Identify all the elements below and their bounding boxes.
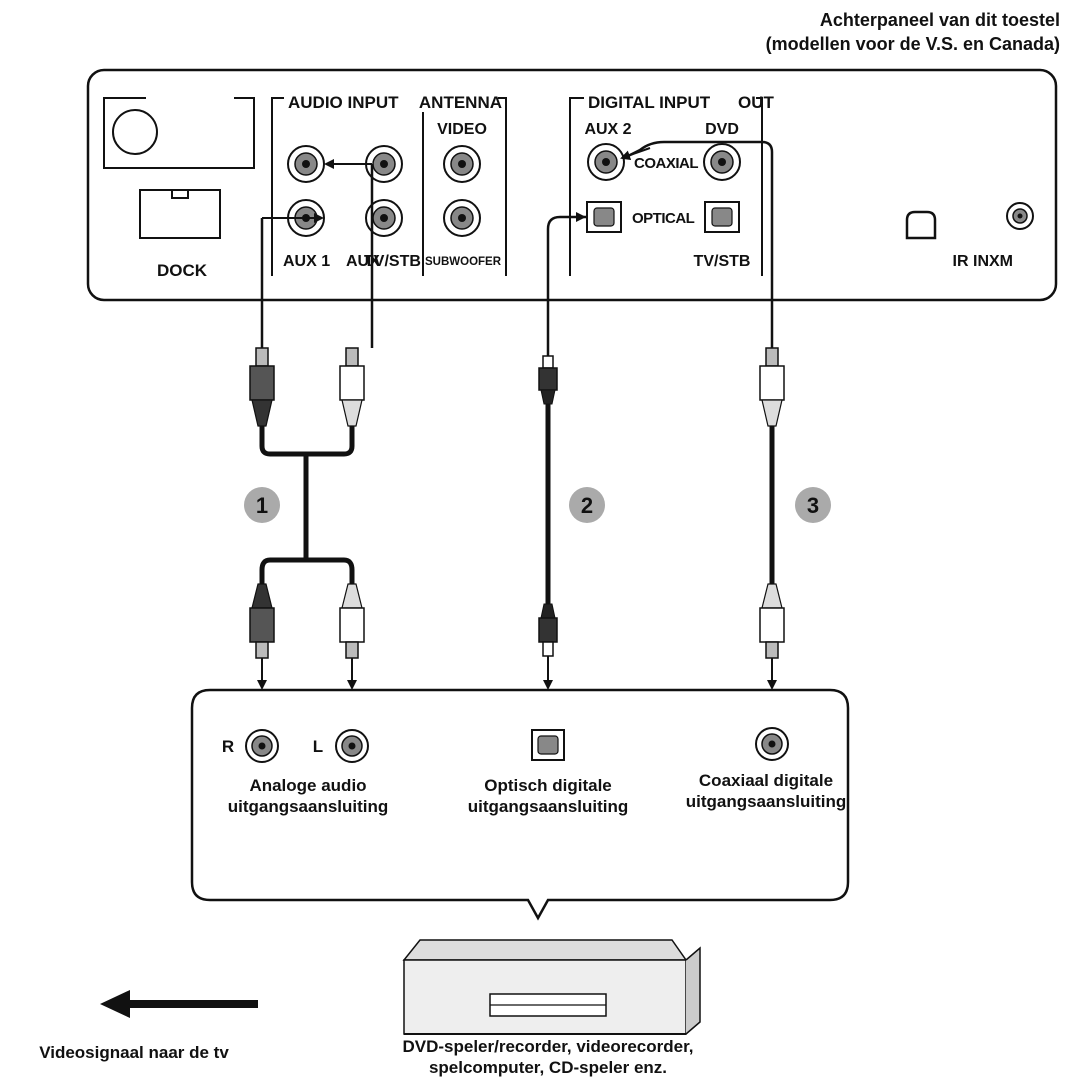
rca-jack-upper-middle [365, 145, 403, 183]
optical-plug-bottom [538, 603, 558, 657]
optical-port-aux [586, 201, 622, 233]
dvd-label: DVD [705, 121, 739, 138]
aux1-label: AUX 1 [283, 253, 330, 270]
cable-number-badge-1: 1 [244, 487, 280, 523]
svg-text:1: 1 [256, 493, 268, 518]
ir-in-jack [1006, 202, 1034, 230]
rca-jack-video [443, 145, 481, 183]
cable-2-optical [538, 212, 588, 690]
cable-number-badge-2: 2 [569, 487, 605, 523]
rca-jack-tv-stb [365, 199, 403, 237]
svg-text:2: 2 [581, 493, 593, 518]
rca-plug-bottom-red [249, 583, 275, 659]
optical-port-tv-stb [704, 201, 740, 233]
analog-output-jack-r [245, 729, 279, 763]
header-line-2: (modellen voor de V.S. en Canada) [766, 34, 1060, 54]
cable-number-badge-3: 3 [795, 487, 831, 523]
cable-3-coaxial [620, 140, 785, 690]
dock-connector-notch [171, 189, 189, 199]
video-signal-arrow [100, 990, 258, 1018]
dock-bracket [103, 97, 255, 169]
subwoofer-label: SUBWOOFER [425, 256, 502, 268]
coaxial-label: COAXIAL [634, 155, 698, 172]
coaxial-jack-aux2 [587, 143, 625, 181]
optical-label: OPTICAL [632, 210, 695, 227]
optical-output-label-line-1: Optisch digitale [484, 776, 612, 795]
tv-stb-label: TV/STB [364, 253, 421, 270]
rca-jack-aux2-r [287, 145, 325, 183]
optical-plug-top [538, 355, 558, 405]
digital-out-bracket [756, 97, 763, 276]
optical-output-label-line-2: uitgangsaansluiting [468, 797, 629, 816]
coax-plug-bottom [759, 583, 785, 659]
rear-panel-outline [86, 68, 1058, 302]
rca-plug-top-red [249, 347, 275, 427]
video-signal-label: Videosignaal naar de tv [39, 1043, 229, 1062]
analog-r-label: R [222, 737, 234, 756]
antenna-label: ANTENNA [419, 93, 502, 112]
optical-output-port [531, 729, 565, 761]
coax-plug-top [759, 347, 785, 427]
analog-l-label: L [313, 737, 323, 756]
audio-input-label: AUDIO INPUT [288, 93, 399, 112]
header-line-1: Achterpaneel van dit toestel [820, 10, 1060, 30]
dock-label: DOCK [157, 261, 208, 280]
aux2-label: AUX 2 [584, 121, 631, 138]
analog-output-label-line-1: Analoge audio [249, 776, 366, 795]
cable-1-analog [249, 159, 374, 690]
analog-output-label-line-2: uitgangsaansluiting [228, 797, 389, 816]
coaxial-output-label-line-1: Coaxiaal digitale [699, 771, 833, 790]
coaxial-output-label-line-2: uitgangsaansluiting [686, 792, 847, 811]
xm-usb-port [905, 210, 937, 240]
rca-plug-bottom-white [339, 583, 365, 659]
coaxial-output-jack [755, 727, 789, 761]
video-label: VIDEO [437, 121, 487, 138]
xm-label: XM [989, 253, 1013, 270]
digital-input-label: DIGITAL INPUT [588, 93, 711, 112]
rca-jack-subwoofer [443, 199, 481, 237]
analog-output-jack-l [335, 729, 369, 763]
ir-in-label: IR IN [953, 253, 989, 270]
svg-text:3: 3 [807, 493, 819, 518]
antenna-bracket [498, 97, 507, 276]
audio-input-bracket [271, 97, 284, 276]
source-device-caption-line-1: DVD-speler/recorder, videorecorder, [402, 1037, 693, 1056]
coaxial-jack-dvd [703, 143, 741, 181]
rear-panel: DOCK AUDIO INPUT ANTENNA VIDEO [86, 68, 1058, 302]
dvd-player-illustration [402, 939, 701, 1035]
rca-plug-top-white [339, 347, 365, 427]
source-device-caption-line-2: spelcomputer, CD-speler enz. [429, 1058, 667, 1077]
left-arrow-icon [100, 990, 258, 1018]
dock-round-port [112, 109, 158, 155]
out-label: OUT [738, 93, 775, 112]
digital-tv-stb-label: TV/STB [694, 253, 751, 270]
